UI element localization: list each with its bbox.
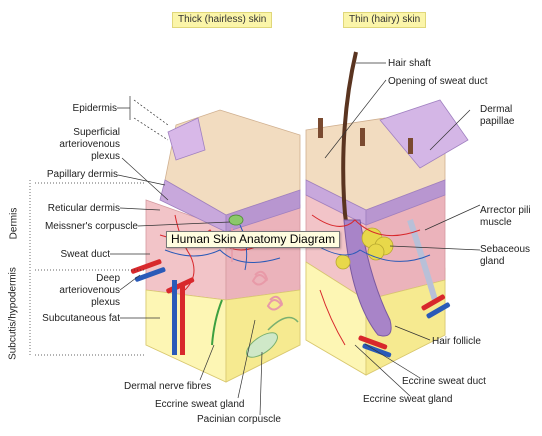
label-deep-plexus-2: arteriovenous	[59, 285, 120, 296]
right-artery-stub	[358, 335, 388, 350]
label-sebaceous-2: gland	[480, 256, 505, 267]
label-reticular-dermis: Reticular dermis	[47, 203, 120, 214]
label-eccrine-left: Eccrine sweat gland	[155, 399, 245, 410]
right-epidermis-peel	[379, 99, 469, 169]
label-arrector-2: muscle	[480, 217, 512, 228]
label-epidermis: Epidermis	[72, 103, 117, 114]
label-arrector-1: Arrector pili	[480, 205, 531, 216]
right-epidermis-purple-side	[365, 179, 446, 226]
left-epidermis-peel	[167, 117, 206, 161]
label-meissner: Meissner's corpuscle	[44, 221, 138, 232]
arrector-pili-shape	[407, 219, 438, 301]
pacinian-nerve	[267, 316, 299, 331]
label-sweat-duct: Sweat duct	[60, 249, 110, 260]
side-label-subcutis: Subcutis/hypodermis	[7, 267, 19, 360]
label-opening-duct: Opening of sweat duct	[388, 76, 488, 87]
label-pacinian: Pacinian corpuscle	[197, 414, 281, 425]
right-vein-stub-2	[426, 302, 451, 319]
label-sup-plexus-2: arteriovenous	[59, 139, 120, 150]
title-tooltip: Human Skin Anatomy Diagram	[166, 231, 341, 248]
label-hair-follicle: Hair follicle	[432, 336, 481, 347]
right-vessels	[311, 214, 431, 346]
label-dermal-papillae-1: Dermal	[480, 104, 513, 115]
left-vein-vertical	[172, 280, 177, 355]
left-vein-stub	[134, 267, 166, 282]
label-subcut-fat: Subcutaneous fat	[42, 313, 120, 324]
label-hair-shaft: Hair shaft	[388, 58, 431, 69]
left-nerve-fibre	[211, 299, 223, 346]
meissner-corpuscle-shape	[228, 214, 244, 226]
header-thin-skin: Thin (hairy) skin	[343, 12, 427, 28]
label-eccrine-right: Eccrine sweat gland	[363, 394, 453, 405]
label-dermal-papillae-2: papillae	[480, 116, 515, 127]
label-sup-plexus-3: plexus	[91, 151, 120, 162]
label-sebaceous-1: Sebaceous	[480, 244, 531, 255]
label-sup-plexus-1: Superficial	[73, 127, 120, 138]
left-fat-front	[145, 289, 227, 383]
label-deep-plexus-1: Deep	[96, 273, 120, 284]
right-artery-stub-2	[421, 294, 446, 311]
left-epidermis-purple-side	[225, 189, 301, 233]
hair-follicle-shape	[343, 219, 392, 337]
left-artery-stub	[130, 259, 162, 274]
hair-stubs	[318, 118, 413, 154]
side-label-dermis: Dermis	[8, 207, 20, 240]
header-thick-skin: Thick (hairless) skin	[172, 12, 273, 28]
label-nerve-fibres: Dermal nerve fibres	[124, 381, 212, 392]
left-artery-vertical	[180, 285, 185, 355]
leader-lines	[29, 62, 481, 416]
label-eccrine-duct: Eccrine sweat duct	[402, 376, 486, 387]
label-papillary-dermis: Papillary dermis	[46, 169, 118, 180]
label-deep-plexus-3: plexus	[91, 297, 120, 308]
